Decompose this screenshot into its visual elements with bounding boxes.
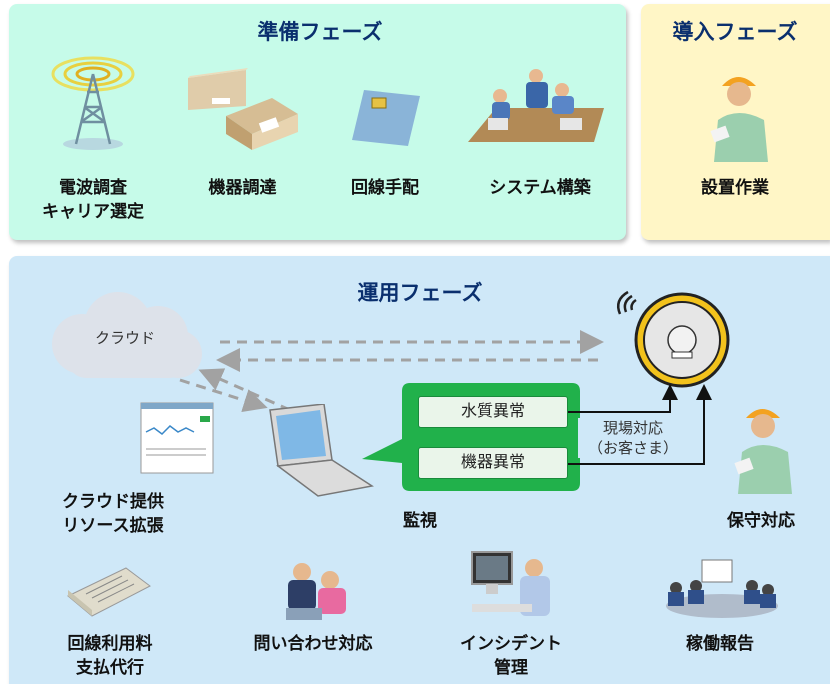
prep-phase-title: 準備フェーズ — [257, 20, 383, 44]
laptop-icon — [269, 404, 374, 497]
radio-tower-icon — [51, 56, 135, 150]
water-quality-alert-label: 水質異常 — [460, 401, 525, 420]
meeting-report-icon — [666, 559, 778, 618]
cloud-traffic-arrows — [179, 330, 604, 412]
radio-survey-label: 電波調査キャリア選定 — [42, 178, 144, 222]
boxes-icon — [188, 68, 298, 150]
incident-management-label: インシデント管理 — [460, 634, 562, 678]
cloud-provision-label: クラウド提供リソース拡張 — [62, 492, 164, 536]
water-quality-alert-box — [418, 396, 568, 428]
equipment-alert-label: 機器異常 — [460, 452, 525, 471]
maintenance-label: 保守対応 — [727, 511, 795, 531]
onsite-response-label: 現場対応（お客さま） — [578, 418, 688, 458]
operation-report-label: 稼働報告 — [686, 634, 754, 654]
monitoring-label: 監視 — [403, 511, 437, 531]
inquiry-response-label: 問い合わせ対応 — [253, 634, 373, 654]
system-build-label: システム構築 — [489, 178, 591, 198]
cloud-label: クラウド — [94, 329, 155, 347]
support-desk-icon — [286, 563, 346, 620]
dashboard-screenshot-icon — [140, 402, 214, 474]
installation-label: 設置作業 — [701, 178, 769, 198]
incident-desk-icon — [471, 551, 550, 616]
line-arrangement-label: 回線手配 — [351, 178, 419, 198]
equipment-procurement-label: 機器調達 — [208, 178, 277, 198]
maintenance-worker-icon — [734, 409, 792, 494]
team-meeting-icon — [468, 69, 604, 142]
intro-phase-title: 導入フェーズ — [672, 20, 798, 44]
equipment-alert-box — [418, 447, 568, 479]
worker-icon — [710, 77, 768, 162]
manhole-sensor-icon — [617, 290, 730, 388]
alert-connector-lines — [568, 384, 712, 465]
sim-card-icon — [352, 90, 420, 146]
cloud-icon — [52, 292, 202, 378]
line-fee-proxy-label: 回線利用料支払代行 — [67, 634, 153, 678]
ops-phase-title: 運用フェーズ — [357, 281, 483, 305]
paper-stack-icon — [67, 567, 151, 617]
